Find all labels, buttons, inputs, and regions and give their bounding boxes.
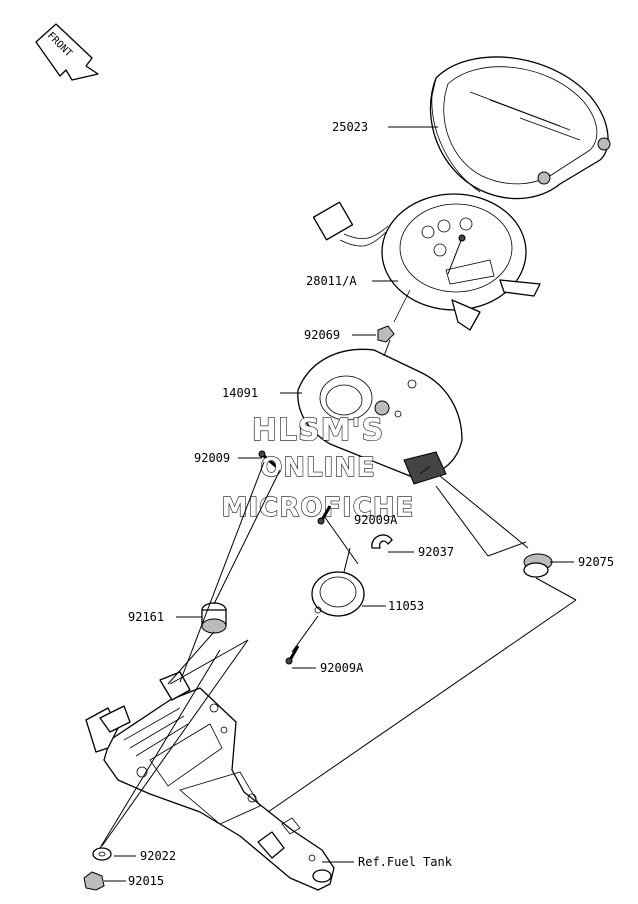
gasket-ring-part xyxy=(311,571,365,617)
lens-cover-part xyxy=(429,56,611,200)
washer-part xyxy=(92,847,112,861)
bracket-part xyxy=(85,671,335,891)
callout-nut-lower: 92015 xyxy=(128,874,164,888)
watermark-line-2: ONLINE xyxy=(260,453,376,483)
watermark-line-1: HLSM'S xyxy=(252,413,384,448)
damper-left-part xyxy=(201,602,227,634)
watermark: HLSM'S ONLINE MICROFICHE xyxy=(221,412,415,523)
callout-lens-cover: 25023 xyxy=(332,120,368,134)
callout-meter-assembly: 28011/A xyxy=(306,274,357,288)
callout-screw-left: 92009 xyxy=(194,451,230,465)
meter-assembly-part xyxy=(312,193,541,331)
callout-screw-lower: 92009A xyxy=(320,661,364,675)
callout-damper-left: 92161 xyxy=(128,610,164,624)
screw-lower-part xyxy=(285,645,300,665)
grommet-right-part xyxy=(523,553,553,578)
callout-ref-fuel-tank: Ref.Fuel Tank xyxy=(358,855,453,869)
assembly-lines xyxy=(99,339,577,849)
clamp-part xyxy=(371,534,393,549)
callout-grommet-right: 92075 xyxy=(578,555,614,569)
callout-meter-case: 14091 xyxy=(222,386,258,400)
callout-screw-right: 92009A xyxy=(354,513,398,527)
screw-left-part xyxy=(258,450,279,470)
front-arrow-icon: FRONT xyxy=(35,23,99,81)
screw-right-part xyxy=(317,505,332,525)
callout-clamp: 92037 xyxy=(418,545,454,559)
callout-nut-upper: 92069 xyxy=(304,328,340,342)
watermark-line-3: MICROFICHE xyxy=(222,493,415,523)
meter-case-part xyxy=(297,348,463,485)
callout-washer: 92022 xyxy=(140,849,176,863)
nut-lower-part xyxy=(83,871,105,891)
callout-gasket-ring: 11053 xyxy=(388,599,424,613)
nut-upper-part xyxy=(377,325,395,343)
